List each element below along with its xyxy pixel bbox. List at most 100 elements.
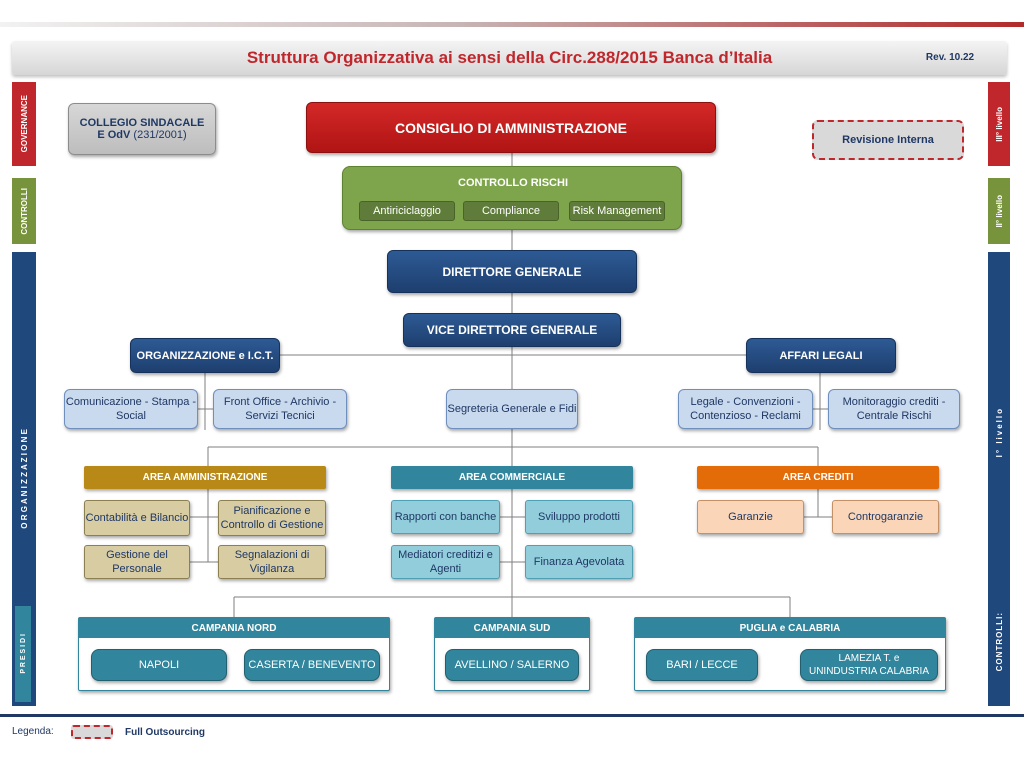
area-crediti-label: AREA CREDITI <box>782 472 854 483</box>
region-title: CAMPANIA NORD <box>79 618 389 638</box>
antiriciclaggio-box: Antiriciclaggio <box>359 201 455 221</box>
collegio-line2b: (231/2001) <box>130 129 187 141</box>
pianificazione-line1: Pianificazione e <box>233 505 311 517</box>
affari-legali-box: AFFARI LEGALI <box>746 338 896 373</box>
bari-lecce-label: BARI / LECCE <box>666 659 738 671</box>
monitoraggio-box: Monitoraggio crediti - Centrale Rischi <box>828 389 960 429</box>
finanza-agevolata-box: Finanza Agevolata <box>525 545 633 579</box>
controlli-sidebar: CONTROLLI <box>12 178 36 244</box>
gestione-personale-line2: Personale <box>112 563 162 575</box>
area-amministrazione-label: AREA AMMINISTRAZIONE <box>142 472 268 483</box>
mediatori-box: Mediatori creditizi e Agenti <box>391 545 500 579</box>
revision-label: Rev. 10.22 <box>925 52 975 63</box>
city-avellino-salerno: AVELLINO / SALERNO <box>445 649 579 681</box>
legend-label: Legenda: <box>12 726 54 737</box>
direttore-generale-box: DIRETTORE GENERALE <box>387 250 637 293</box>
consiglio-amministrazione-box: CONSIGLIO DI AMMINISTRAZIONE <box>306 102 716 153</box>
collegio-sindacale-box: COLLEGIO SINDACALE E OdV (231/2001) <box>68 103 216 155</box>
revisione-interna-box: Revisione Interna <box>812 120 964 160</box>
vice-direttore-box: VICE DIRETTORE GENERALE <box>403 313 621 347</box>
second-level-sidebar: II° livello <box>988 178 1010 244</box>
controgaranzie-label: Controgaranzie <box>847 511 924 523</box>
affari-legali-label: AFFARI LEGALI <box>779 349 863 362</box>
controllo-rischi-title: CONTROLLO RISCHI <box>458 177 568 189</box>
region-campania-nord: CAMPANIA NORD NAPOLI CASERTA / BENEVENTO <box>78 617 390 691</box>
third-level-sidebar: III° livello <box>988 82 1010 166</box>
legale-box: Legale - Convenzioni - Contenzioso - Rec… <box>678 389 813 429</box>
area-commerciale-header: AREA COMMERCIALE <box>391 466 633 489</box>
segreteria-label: Segreteria Generale e Fidi <box>447 403 577 415</box>
campania-sud-label: CAMPANIA SUD <box>473 622 551 634</box>
pianificazione-box: Pianificazione e Controllo di Gestione <box>218 500 326 536</box>
rapporti-banche-label: Rapporti con banche <box>394 511 497 523</box>
comunicazione-line1: Comunicazione - Stampa - <box>65 396 197 408</box>
region-campania-sud: CAMPANIA SUD AVELLINO / SALERNO <box>434 617 590 691</box>
right-controlli-label: CONTROLLI: <box>994 612 1004 672</box>
controgaranzie-box: Controgaranzie <box>832 500 939 534</box>
monitoraggio-line2: Centrale Rischi <box>856 410 932 422</box>
revisione-label: Revisione Interna <box>842 134 934 146</box>
vice-direttore-label: VICE DIRETTORE GENERALE <box>426 323 598 337</box>
direttore-label: DIRETTORE GENERALE <box>442 264 582 279</box>
presidi-label: P R E S I D I <box>19 634 27 674</box>
gestione-personale-line1: Gestione del <box>106 549 168 561</box>
legend-divider <box>0 714 1024 717</box>
front-office-box: Front Office - Archivio - Servizi Tecnic… <box>213 389 347 429</box>
gestione-personale-box: Gestione del Personale <box>84 545 190 579</box>
segnalazioni-line1: Segnalazioni di <box>234 549 310 561</box>
organizzazione-ict-label: ORGANIZZAZIONE e I.C.T. <box>136 349 274 362</box>
front-office-line1: Front Office - Archivio - <box>223 396 337 408</box>
first-level-sidebar: I° livello CONTROLLI: <box>988 252 1010 706</box>
legale-line2: Contenzioso - Reclami <box>690 410 801 422</box>
presidi-sidebar: P R E S I D I <box>15 606 31 702</box>
lamezia-line2: UNINDUSTRIA CALABRIA <box>808 666 930 677</box>
comunicazione-box: Comunicazione - Stampa - Social <box>64 389 198 429</box>
city-napoli: NAPOLI <box>91 649 227 681</box>
area-commerciale-label: AREA COMMERCIALE <box>458 472 566 483</box>
mediatori-line2: Agenti <box>429 563 462 575</box>
region-title: PUGLIA e CALABRIA <box>635 618 945 638</box>
organizzazione-ict-box: ORGANIZZAZIONE e I.C.T. <box>130 338 280 373</box>
area-crediti-header: AREA CREDITI <box>697 466 939 489</box>
segreteria-box: Segreteria Generale e Fidi <box>446 389 578 429</box>
caserta-benevento-label: CASERTA / BENEVENTO <box>248 659 376 671</box>
compliance-label: Compliance <box>481 205 541 217</box>
collegio-line1: COLLEGIO SINDACALE <box>79 117 205 129</box>
rapporti-banche-box: Rapporti con banche <box>391 500 500 534</box>
cda-label: CONSIGLIO DI AMMINISTRAZIONE <box>394 119 628 136</box>
compliance-box: Compliance <box>463 201 559 221</box>
city-lamezia: LAMEZIA T. e UNINDUSTRIA CALABRIA <box>800 649 938 681</box>
antiriciclaggio-label: Antiriciclaggio <box>373 205 441 217</box>
city-caserta-benevento: CASERTA / BENEVENTO <box>244 649 380 681</box>
legale-line1: Legale - Convenzioni - <box>690 396 801 408</box>
risk-management-label: Risk Management <box>572 205 662 217</box>
governance-label: GOVERNANCE <box>19 95 29 153</box>
mediatori-line1: Mediatori creditizi e <box>398 549 493 561</box>
finanza-agevolata-label: Finanza Agevolata <box>533 556 625 568</box>
puglia-calabria-label: PUGLIA e CALABRIA <box>739 622 841 634</box>
outsourcing-legend-swatch <box>71 725 113 739</box>
page-title: Struttura Organizzativa ai sensi della C… <box>246 48 773 67</box>
campania-nord-label: CAMPANIA NORD <box>191 622 277 634</box>
napoli-label: NAPOLI <box>138 659 180 671</box>
second-level-label: II° livello <box>994 194 1004 228</box>
monitoraggio-line1: Monitoraggio crediti - <box>842 396 946 408</box>
organizzazione-label: O R G A N I Z Z A Z I O N E <box>19 429 29 529</box>
title-bar <box>12 41 1007 75</box>
controlli-label: CONTROLLI <box>19 187 29 235</box>
garanzie-label: Garanzie <box>728 511 773 523</box>
legend-item-label: Full Outsourcing <box>125 727 205 738</box>
city-bari-lecce: BARI / LECCE <box>646 649 758 681</box>
region-title: CAMPANIA SUD <box>435 618 589 638</box>
risk-management-box: Risk Management <box>569 201 665 221</box>
sviluppo-prodotti-label: Sviluppo prodotti <box>538 511 620 523</box>
first-level-label: I° livello <box>994 406 1004 458</box>
comunicazione-line2: Social <box>116 410 146 422</box>
sviluppo-prodotti-box: Sviluppo prodotti <box>525 500 633 534</box>
segnalazioni-line2: Vigilanza <box>249 563 295 575</box>
pianificazione-line2: Controllo di Gestione <box>220 519 324 531</box>
contabilita-box: Contabilità e Bilancio <box>84 500 190 536</box>
front-office-line2: Servizi Tecnici <box>245 410 315 422</box>
garanzie-box: Garanzie <box>697 500 804 534</box>
